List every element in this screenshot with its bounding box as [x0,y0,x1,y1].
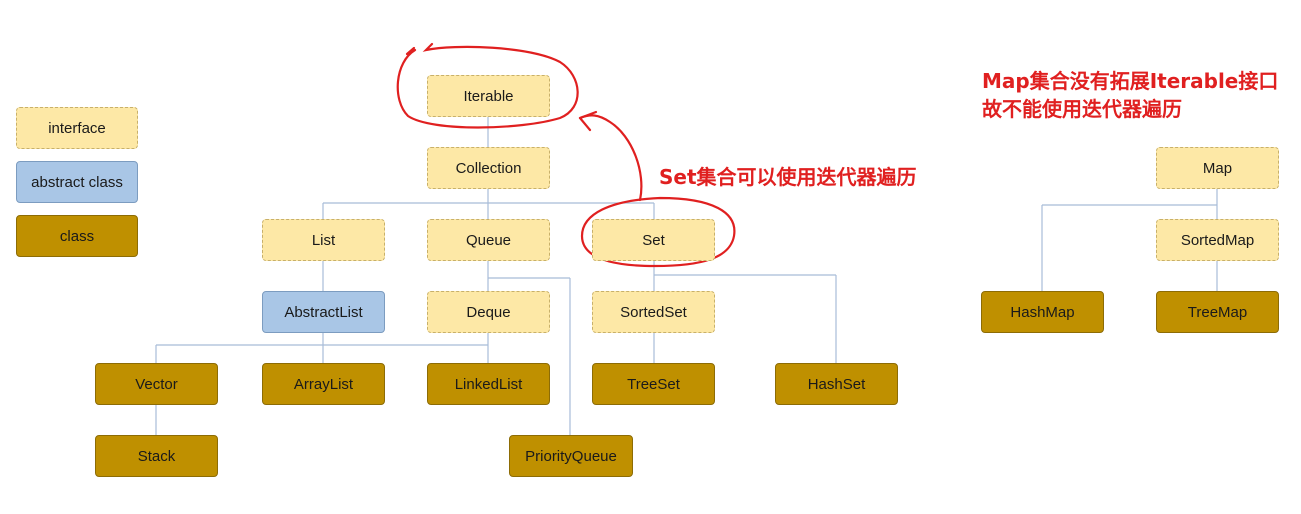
node-collection-label: Collection [455,159,522,177]
node-iterable: Iterable [427,75,550,117]
node-treemap: TreeMap [1156,291,1279,333]
node-list-label: List [311,231,336,249]
legend-class-label: class [59,227,95,245]
node-hashset-label: HashSet [807,375,866,393]
node-iterable-label: Iterable [463,87,514,105]
node-map-label: Map [1202,159,1233,177]
node-hashmap: HashMap [981,291,1104,333]
circle-around-iterable [396,42,579,129]
node-treeset: TreeSet [592,363,715,405]
node-deque: Deque [427,291,550,333]
legend-class: class [16,215,138,257]
annotation-map-note-line1: Map集合没有拓展Iterable接口 [982,69,1279,93]
node-abstractlist-label: AbstractList [284,303,363,321]
circle-around-iterable-tick [405,46,416,56]
node-treemap-label: TreeMap [1187,303,1248,321]
node-priorityqueue: PriorityQueue [509,435,633,477]
node-vector-label: Vector [135,375,178,393]
arrow-head [578,110,598,132]
node-priorityqueue-label: PriorityQueue [525,447,617,465]
node-abstractlist: AbstractList [262,291,385,333]
legend-abstract-class: abstract class [16,161,138,203]
node-list: List [262,219,385,261]
node-stack-label: Stack [137,447,176,465]
legend-interface: interface [16,107,138,149]
node-sortedset: SortedSet [592,291,715,333]
node-arraylist-label: ArrayList [293,375,354,393]
node-linkedlist-label: LinkedList [454,375,523,393]
node-arraylist: ArrayList [262,363,385,405]
legend-abstract-class-label: abstract class [31,173,123,191]
node-queue: Queue [427,219,550,261]
circle-around-set [580,196,736,268]
node-linkedlist: LinkedList [427,363,550,405]
annotation-map-note-line2: 故不能使用迭代器遍历 [982,97,1182,121]
node-hashset: HashSet [775,363,898,405]
node-map: Map [1156,147,1279,189]
node-stack: Stack [95,435,218,477]
node-deque-label: Deque [466,303,511,321]
node-hashmap-label: HashMap [1010,303,1075,321]
legend-interface-label: interface [48,119,106,137]
annotation-set-note: Set集合可以使用迭代器遍历 [659,165,917,189]
node-queue-label: Queue [465,231,512,249]
node-sortedmap-label: SortedMap [1180,231,1255,249]
node-set-label: Set [642,231,665,249]
node-vector: Vector [95,363,218,405]
node-sortedset-label: SortedSet [620,303,687,321]
node-set: Set [592,219,715,261]
node-collection: Collection [427,147,550,189]
node-treeset-label: TreeSet [627,375,680,393]
node-sortedmap: SortedMap [1156,219,1279,261]
